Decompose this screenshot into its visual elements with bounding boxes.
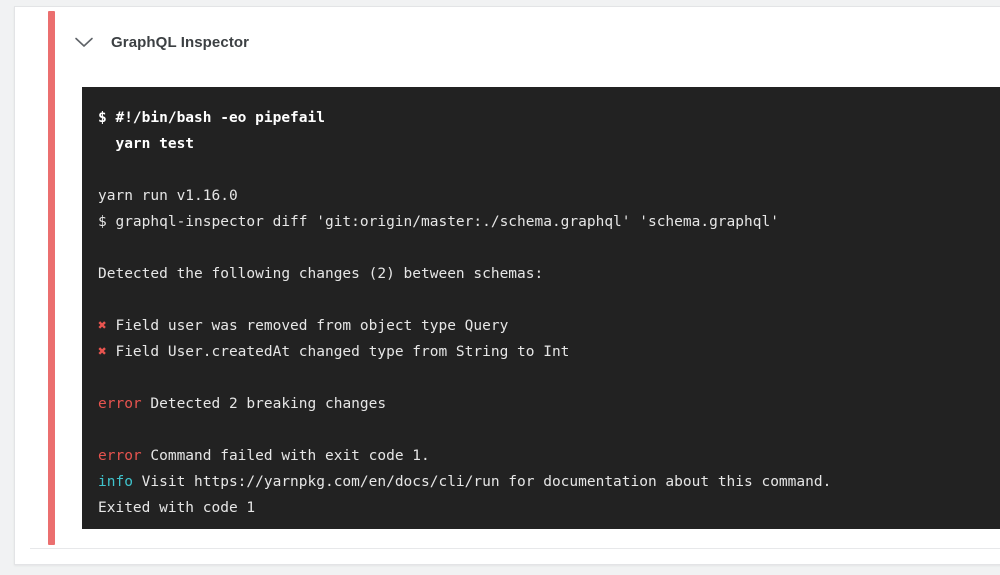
terminal-log-body: $ #!/bin/bash -eo pipefail yarn test yar… <box>98 105 999 521</box>
job-header[interactable]: GraphQL Inspector <box>71 25 249 59</box>
job-title: GraphQL Inspector <box>111 33 250 51</box>
terminal-line-out-1: yarn run v1.16.0 <box>98 183 999 209</box>
terminal-command-text: $ #!/bin/bash -eo pipefail <box>98 110 325 126</box>
terminal-output-text: Detected the following changes (2) betwe… <box>98 266 544 282</box>
terminal-line-change-2: ✖ Field User.createdAt changed type from… <box>98 339 999 365</box>
terminal-change-text: Field User.createdAt changed type from S… <box>106 344 570 360</box>
terminal-line-cmd-2: yarn test <box>98 131 999 157</box>
cross-mark-icon: ✖ <box>98 318 107 334</box>
terminal-line-blank-1 <box>98 157 999 183</box>
terminal-line-err-1: error Detected 2 breaking changes <box>98 391 999 417</box>
terminal-output-text: yarn run v1.16.0 <box>98 188 238 204</box>
terminal-line-info-1: info Visit https://yarnpkg.com/en/docs/c… <box>98 469 999 495</box>
terminal-log-panel[interactable]: $ #!/bin/bash -eo pipefail yarn test yar… <box>82 87 1000 529</box>
terminal-line-out-2: $ graphql-inspector diff 'git:origin/mas… <box>98 209 999 235</box>
terminal-command-text: yarn test <box>98 136 195 152</box>
terminal-line-out-4: Exited with code 1 <box>98 495 999 521</box>
terminal-line-blank-2 <box>98 235 999 261</box>
chevron-down-icon[interactable] <box>71 29 97 55</box>
terminal-line-out-3: Detected the following changes (2) betwe… <box>98 261 999 287</box>
terminal-output-text: $ graphql-inspector diff 'git:origin/mas… <box>98 214 779 230</box>
terminal-line-blank-3 <box>98 287 999 313</box>
card-divider <box>30 548 1000 549</box>
cross-mark-icon: ✖ <box>98 344 107 360</box>
terminal-output-text: Exited with code 1 <box>98 500 256 516</box>
terminal-error-label: error <box>98 396 142 412</box>
terminal-line-blank-4 <box>98 365 999 391</box>
terminal-error-text: Detected 2 breaking changes <box>141 396 387 412</box>
job-status-bar <box>48 11 55 545</box>
terminal-change-text: Field user was removed from object type … <box>106 318 509 334</box>
terminal-line-blank-5 <box>98 417 999 443</box>
terminal-error-text: Command failed with exit code 1. <box>141 448 430 464</box>
terminal-line-change-1: ✖ Field user was removed from object typ… <box>98 313 999 339</box>
terminal-line-cmd-1: $ #!/bin/bash -eo pipefail <box>98 105 999 131</box>
terminal-info-label: info <box>98 474 133 490</box>
terminal-line-err-2: error Command failed with exit code 1. <box>98 443 999 469</box>
terminal-error-label: error <box>98 448 142 464</box>
job-log-card: GraphQL Inspector $ #!/bin/bash -eo pipe… <box>14 6 1000 565</box>
terminal-info-text: Visit https://yarnpkg.com/en/docs/cli/ru… <box>132 474 832 490</box>
